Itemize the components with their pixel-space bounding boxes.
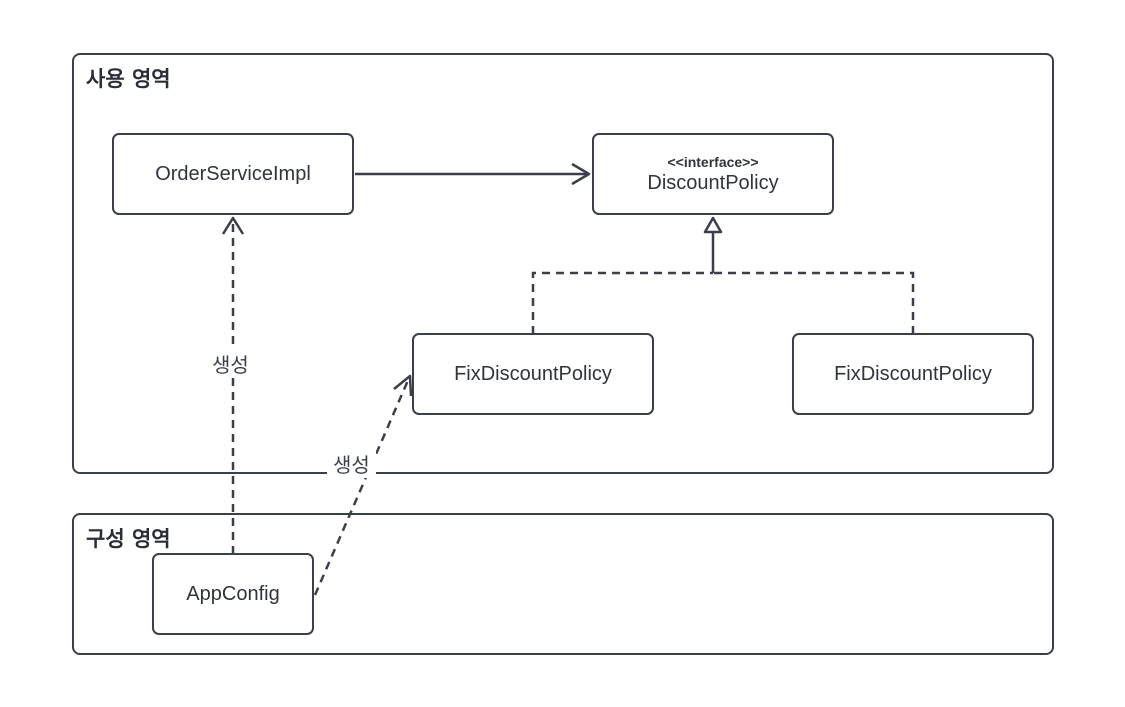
discount-policy-interface-node[interactable]: <<interface>> DiscountPolicy [592, 133, 834, 215]
fix-discount-policy-label-1: FixDiscountPolicy [454, 362, 612, 385]
config-region-title: 구성 영역 [86, 527, 171, 551]
app-config-label: AppConfig [186, 582, 280, 605]
order-service-impl-node[interactable]: OrderServiceImpl [112, 133, 354, 215]
realization-triangle [703, 216, 723, 234]
realization-edge-right [713, 271, 915, 334]
create-fix-label: 생성 [327, 449, 376, 478]
app-config-node[interactable]: AppConfig [152, 553, 314, 635]
fix-discount-policy-label-2: FixDiscountPolicy [834, 362, 992, 385]
order-service-impl-label: OrderServiceImpl [155, 162, 311, 185]
usage-region-title: 사용 영역 [86, 67, 171, 91]
association-arrowhead [571, 162, 591, 186]
fix-discount-policy-node-1[interactable]: FixDiscountPolicy [412, 333, 654, 415]
discount-policy-label: DiscountPolicy [647, 171, 779, 194]
realization-edge-left [531, 271, 713, 334]
create-fix-edge [313, 377, 411, 596]
create-order-label: 생성 [208, 349, 253, 378]
create-order-arrowhead [221, 216, 245, 235]
interface-stereotype: <<interface>> [667, 153, 759, 170]
create-fix-arrowhead [393, 374, 413, 397]
fix-discount-policy-node-2[interactable]: FixDiscountPolicy [792, 333, 1034, 415]
